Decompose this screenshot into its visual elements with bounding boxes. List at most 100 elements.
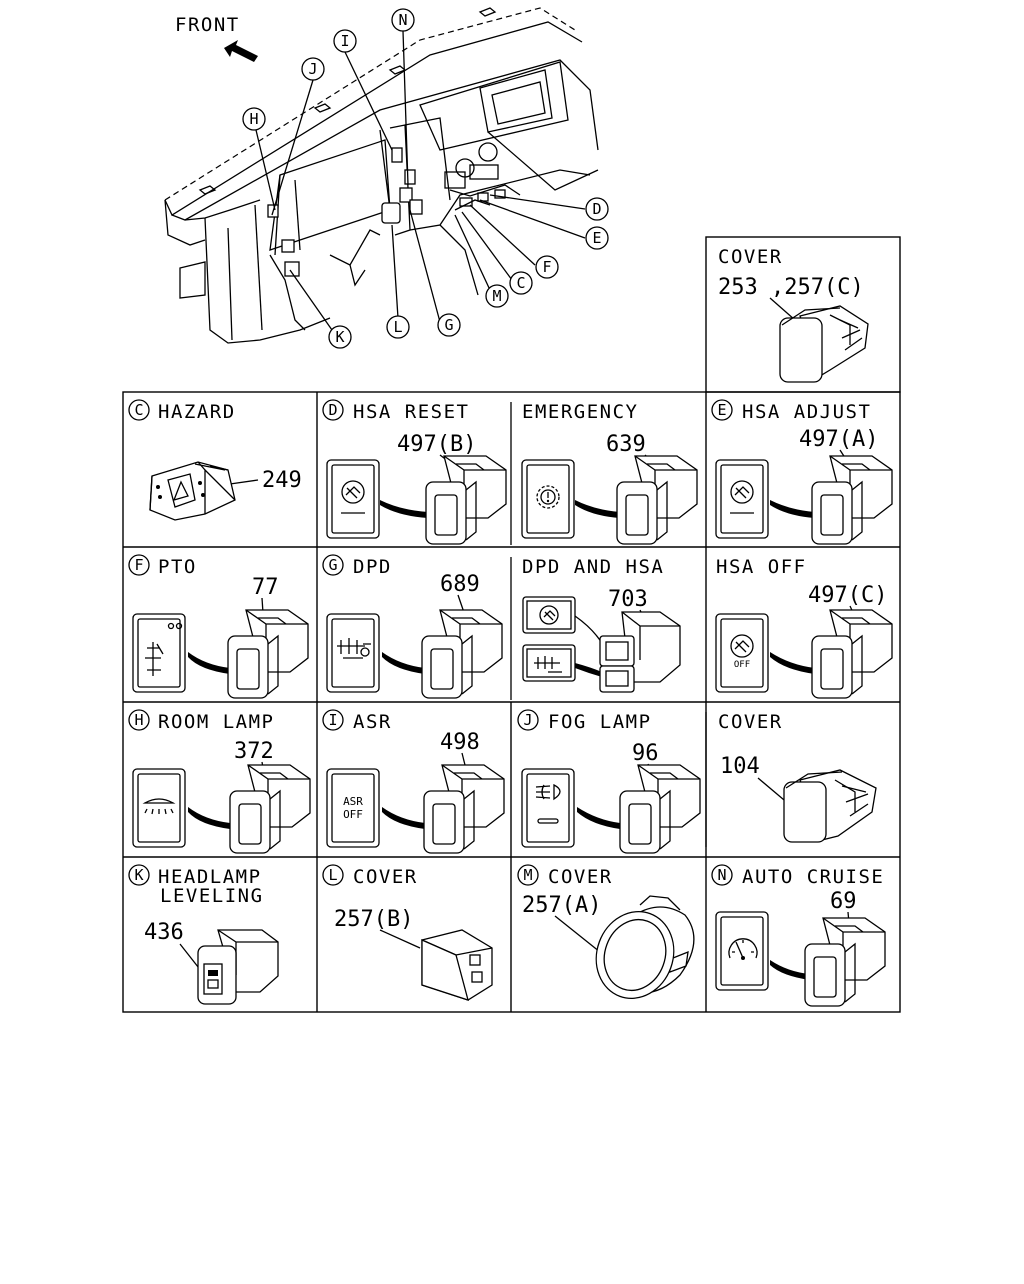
cell-dpd-and-hsa: DPD AND HSA 703 — [522, 556, 681, 693]
callout-i: I — [333, 29, 357, 53]
room-lamp-switch-icon — [229, 764, 311, 854]
headlamp-letter-badge: K — [128, 864, 150, 886]
auto-cruise-switch-icon — [804, 917, 886, 1007]
auto-cruise-letter-badge: N — [711, 864, 733, 886]
svg-text:M: M — [492, 287, 501, 305]
room-lamp-part-number: 372 — [234, 739, 274, 764]
svg-text:I: I — [340, 32, 349, 50]
cover-m-part-number: 257(A) — [522, 893, 601, 918]
cover-mid-illustration — [783, 769, 877, 843]
headlamp-part-number: 436 — [144, 920, 184, 945]
cell-dpd: G DPD 689 — [322, 554, 503, 699]
cell-hsa-off: HSA OFF 497(C) OFF — [715, 556, 893, 699]
dpd-hsa-title: DPD AND HSA — [522, 556, 664, 578]
hsa-reset-part-number: 497(B) — [397, 432, 476, 457]
headlamp-title-line2: LEVELING — [160, 885, 264, 907]
cover-m-title: COVER — [548, 866, 613, 888]
front-arrow-icon — [224, 40, 258, 62]
svg-text:H: H — [134, 711, 143, 729]
callout-m: M — [485, 284, 509, 308]
callout-f: F — [535, 255, 559, 279]
dpd-hsa-switch-icon — [599, 611, 681, 693]
fog-lamp-switch-icon — [619, 764, 701, 854]
cover-l-illustration — [421, 929, 493, 1001]
svg-text:C: C — [134, 401, 143, 419]
cover-top-illustration — [779, 305, 869, 383]
auto-cruise-part-number: 69 — [830, 889, 857, 914]
headlamp-title-line1: HEADLAMP — [158, 866, 262, 888]
callout-l: L — [386, 315, 410, 339]
asr-icon-line1: ASR — [343, 795, 363, 808]
hsa-off-switch-icon — [811, 609, 893, 699]
hazard-title: HAZARD — [158, 401, 236, 423]
room-lamp-letter-badge: H — [128, 709, 150, 731]
pto-part-number: 77 — [252, 575, 279, 600]
hsa-reset-switch-icon — [425, 455, 507, 545]
cell-headlamp-leveling: K HEADLAMP LEVELING 436 — [128, 864, 279, 1005]
dpd-panel — [326, 613, 380, 693]
hsa-adjust-panel — [715, 459, 769, 539]
cell-cover-l: L COVER 257(B) — [322, 864, 493, 1001]
hazard-switch-illustration — [149, 461, 236, 521]
front-label: FRONT — [175, 14, 240, 36]
pto-panel — [132, 613, 186, 693]
emergency-title: EMERGENCY — [522, 401, 638, 423]
hsa-reset-panel — [326, 459, 380, 539]
fog-lamp-letter-badge: J — [517, 709, 539, 731]
svg-text:K: K — [134, 866, 143, 884]
hsa-off-panel: OFF — [715, 613, 769, 693]
hsa-adjust-letter-badge: E — [711, 399, 733, 421]
fog-lamp-part-number: 96 — [632, 741, 659, 766]
svg-text:K: K — [335, 328, 344, 346]
dashboard-overview: FRONT — [164, 7, 609, 349]
cover-l-title: COVER — [353, 866, 418, 888]
pto-switch-icon — [227, 609, 309, 699]
callout-e: E — [585, 226, 609, 250]
cover-mid-title: COVER — [718, 711, 783, 733]
svg-text:L: L — [328, 866, 337, 884]
hsa-off-title: HSA OFF — [716, 556, 807, 578]
svg-text:N: N — [398, 11, 407, 29]
pto-letter-badge: F — [128, 554, 150, 576]
svg-text:C: C — [516, 274, 525, 292]
room-lamp-panel — [132, 768, 186, 848]
asr-panel: ASR OFF — [326, 768, 380, 848]
svg-text:M: M — [523, 866, 532, 884]
dpd-hsa-panels — [522, 596, 576, 682]
cell-fog-lamp: J FOG LAMP 96 — [517, 709, 701, 854]
cell-hsa-reset: D HSA RESET 497(B) — [322, 399, 507, 545]
svg-text:E: E — [717, 401, 726, 419]
asr-part-number: 498 — [440, 730, 480, 755]
cell-asr: I ASR 498 ASR OFF — [322, 709, 505, 854]
hsa-adjust-part-number: 497(A) — [799, 427, 878, 452]
cell-cover-m: M COVER 257(A) — [517, 864, 695, 999]
callout-h: H — [242, 107, 266, 131]
callout-d: D — [585, 197, 609, 221]
cell-auto-cruise: N AUTO CRUISE 69 — [711, 864, 886, 1007]
headlamp-switch-icon — [197, 929, 279, 1005]
cover-top-part-number: 253 ,257(C) — [718, 275, 864, 300]
dpd-switch-icon — [421, 609, 503, 699]
hazard-letter-badge: C — [128, 399, 150, 421]
emergency-panel — [521, 459, 575, 539]
svg-text:L: L — [393, 318, 402, 336]
dpd-part-number: 689 — [440, 572, 480, 597]
cover-top-title: COVER — [718, 246, 783, 268]
svg-text:N: N — [717, 866, 726, 884]
dpd-hsa-part-number: 703 — [608, 587, 648, 612]
emergency-switch-icon — [616, 455, 698, 545]
cell-room-lamp: H ROOM LAMP 372 — [128, 709, 311, 854]
cover-m-illustration — [595, 895, 695, 999]
cell-cover-top: COVER 253 ,257(C) — [718, 246, 869, 383]
asr-icon-line2: OFF — [343, 808, 363, 821]
svg-text:D: D — [592, 200, 601, 218]
hsa-adjust-switch-icon — [811, 455, 893, 545]
cover-l-letter-badge: L — [322, 864, 344, 886]
callout-n: N — [391, 8, 415, 32]
svg-text:E: E — [592, 229, 601, 247]
callout-c: C — [509, 271, 533, 295]
callout-k: K — [328, 325, 352, 349]
asr-letter-badge: I — [322, 709, 344, 731]
svg-text:J: J — [308, 60, 317, 78]
